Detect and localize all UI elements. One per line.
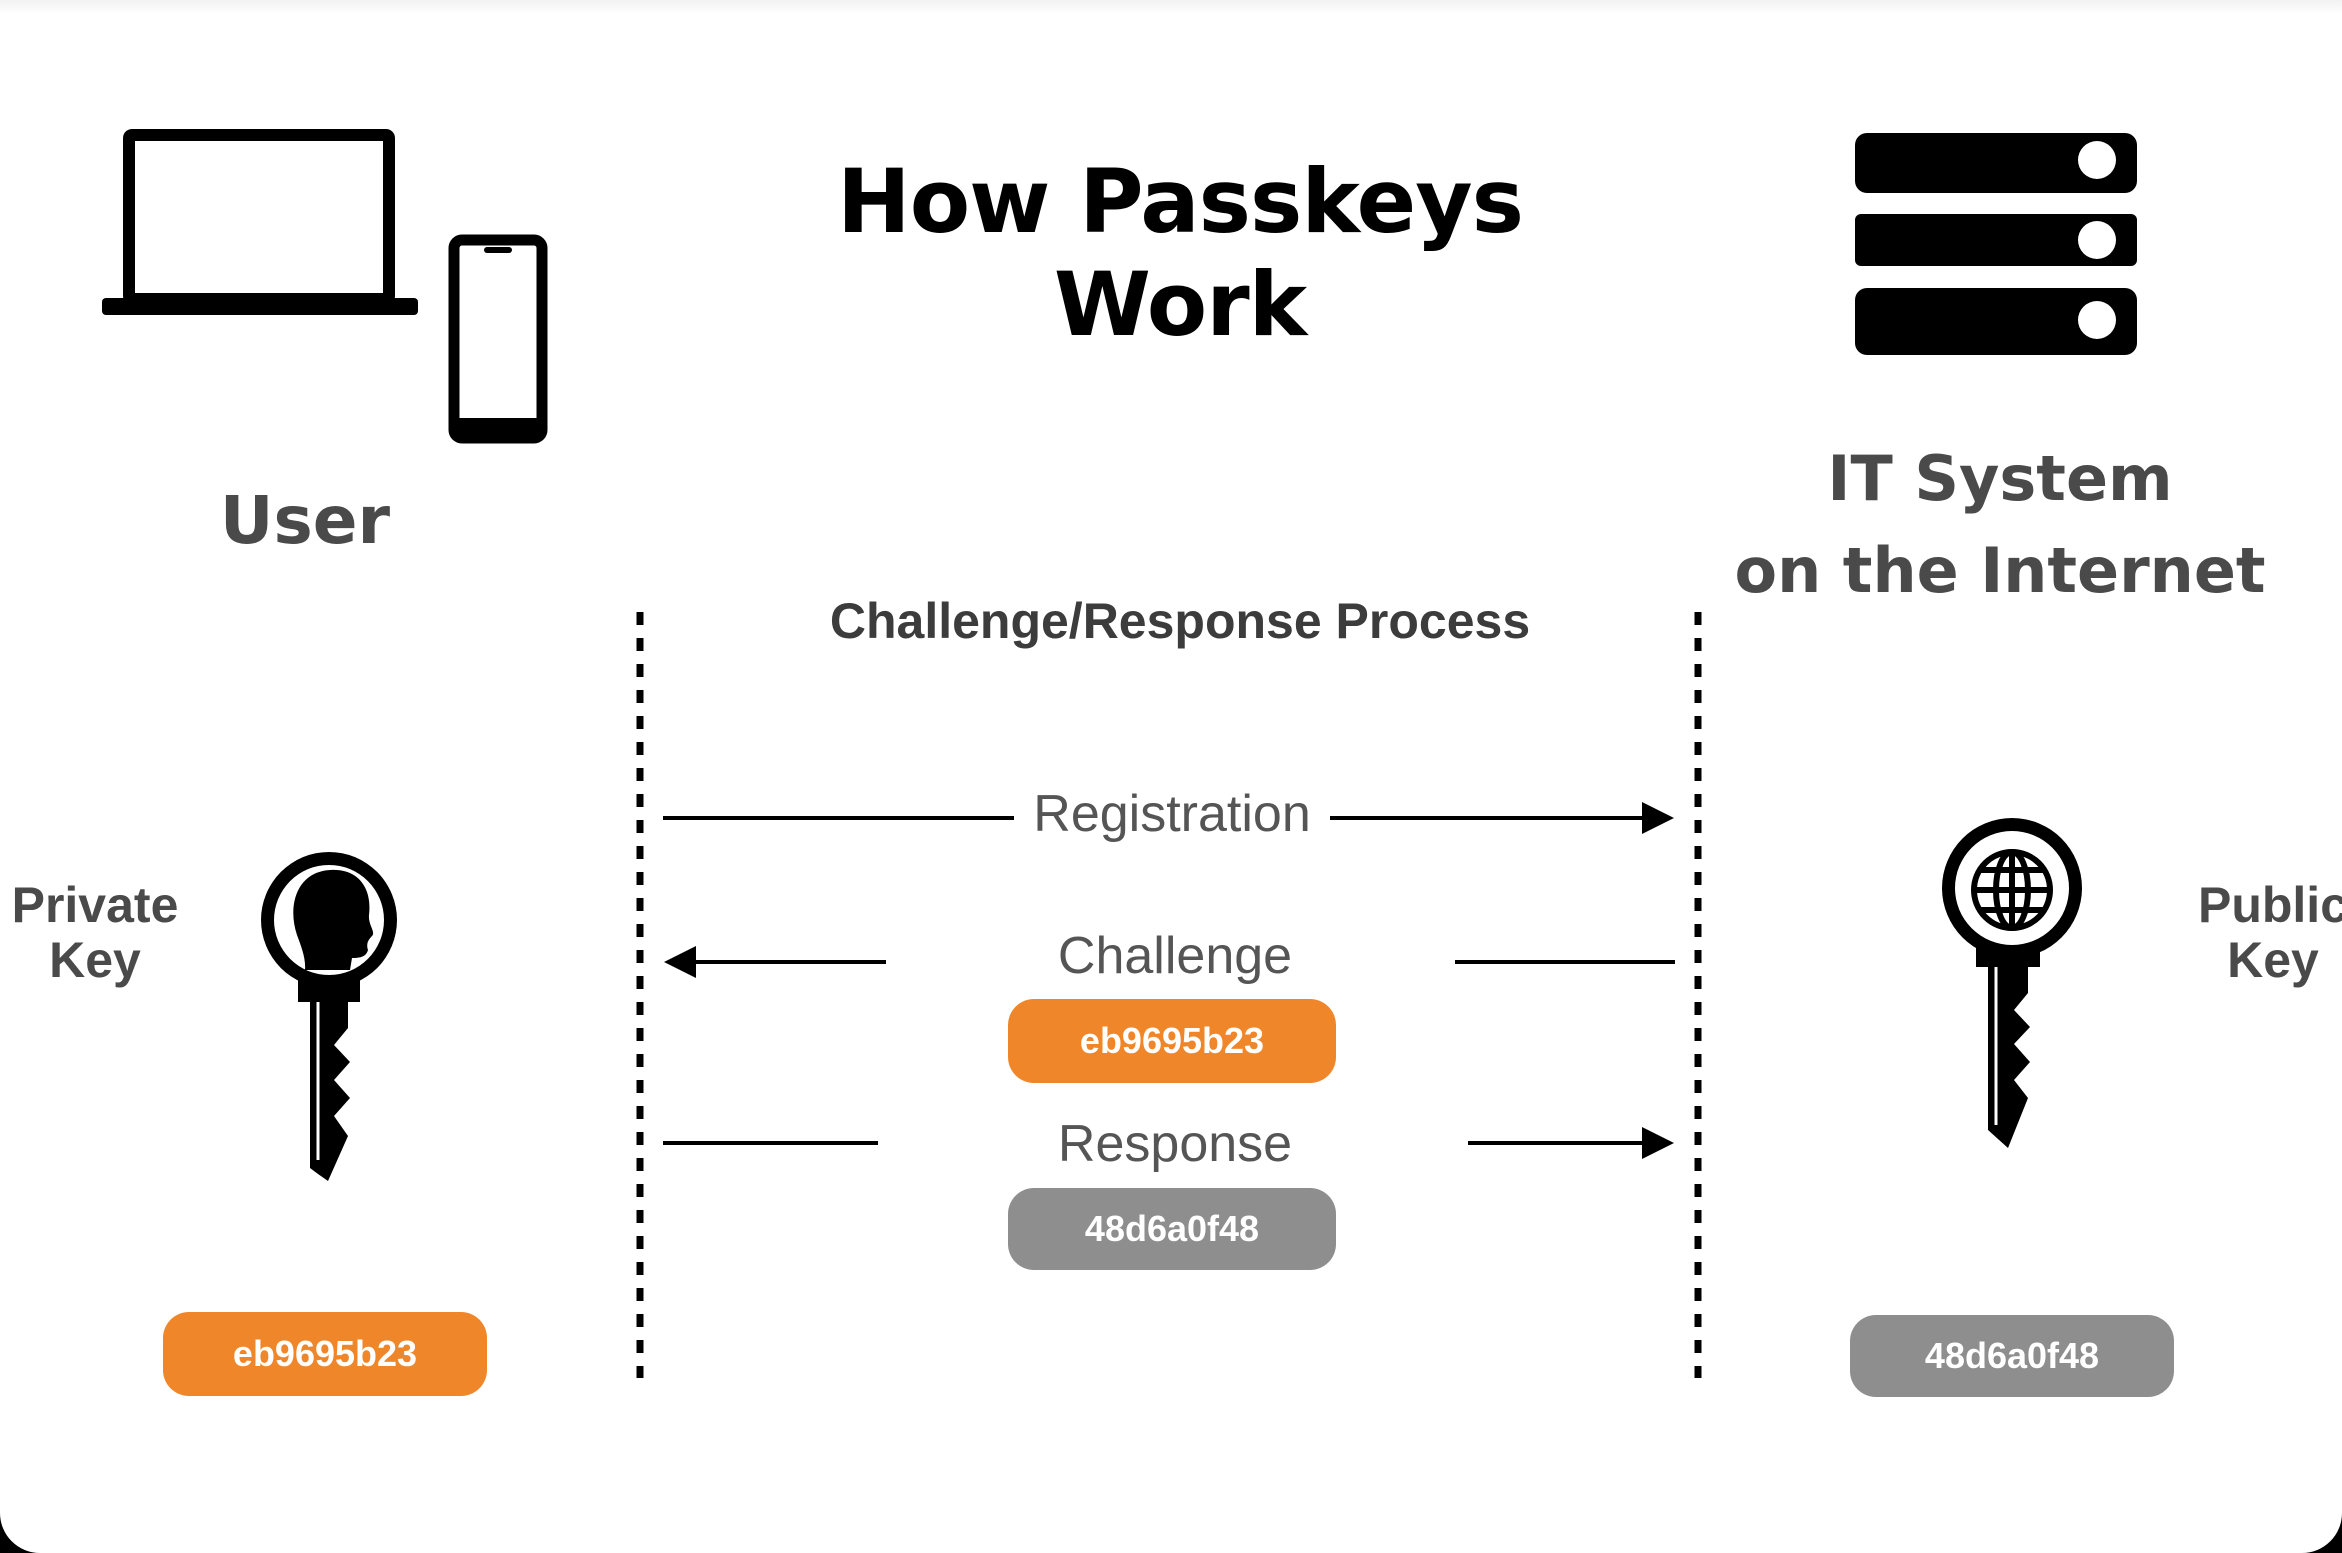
private-key-label: Private Key bbox=[0, 878, 190, 988]
smartphone-icon bbox=[448, 234, 548, 444]
server-label-line1: IT System bbox=[1827, 442, 2173, 515]
globe-icon bbox=[1971, 849, 2053, 931]
private-key-label-line1: Private bbox=[11, 877, 179, 933]
page-title: How Passkeys Work bbox=[837, 150, 1524, 356]
process-title: Challenge/Response Process bbox=[829, 593, 1531, 649]
public-key-label-line2: Key bbox=[2227, 932, 2319, 988]
public-key-value-badge: 48d6a0f48 bbox=[1850, 1315, 2174, 1397]
response-label: Response bbox=[1000, 1113, 1350, 1175]
server-rack-icon bbox=[1855, 133, 2137, 355]
public-key-icon bbox=[1942, 818, 2082, 1148]
response-value-badge: 48d6a0f48 bbox=[1008, 1188, 1336, 1270]
private-key-value-badge: eb9695b23 bbox=[163, 1312, 487, 1396]
user-label: User bbox=[219, 482, 391, 559]
challenge-label: Challenge bbox=[1000, 925, 1350, 987]
private-key-icon bbox=[261, 852, 397, 1181]
person-head-icon bbox=[293, 869, 374, 970]
registration-label: Registration bbox=[1018, 782, 1326, 846]
private-key-label-line2: Key bbox=[49, 932, 141, 988]
laptop-icon bbox=[102, 129, 418, 315]
public-key-label-line1: Public bbox=[2197, 877, 2342, 933]
public-key-label: Public Key bbox=[2178, 878, 2342, 988]
challenge-value-badge: eb9695b23 bbox=[1008, 999, 1336, 1083]
server-label-line2: on the Internet bbox=[1734, 534, 2266, 607]
